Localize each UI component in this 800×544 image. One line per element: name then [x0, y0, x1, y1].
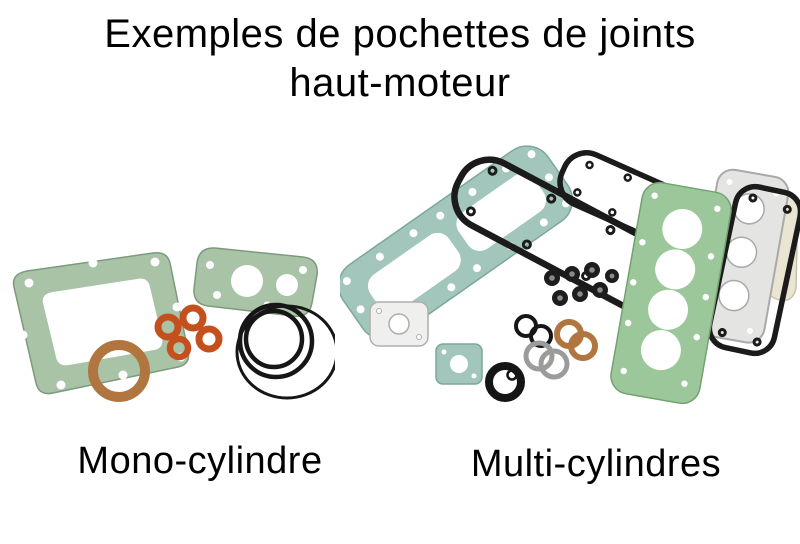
multi-head-gasket: [610, 181, 732, 405]
valve-stem-seals: [544, 262, 619, 306]
oil-seal: [485, 362, 525, 402]
multi-gasket-set-illustration: [340, 145, 800, 405]
mono-cylinder-gasket-photo: [5, 235, 335, 435]
figure-title-line2: haut-moteur: [289, 61, 511, 105]
rocker-cover-gasket: [193, 247, 318, 317]
small-grey-gasket: [369, 301, 429, 347]
black-cover-gasket-right: [706, 183, 800, 357]
small-teal-gasket: [435, 343, 483, 385]
copper-washer: [88, 340, 150, 402]
orange-o-rings: [154, 304, 223, 361]
mono-gasket-set-illustration: [12, 247, 335, 402]
multi-cylinder-gasket-photo: [340, 130, 800, 420]
multi-cylinder-label: Multi-cylindres: [470, 443, 722, 485]
black-o-rings: [235, 302, 335, 400]
washers-and-o-rings: [514, 314, 598, 380]
figure-title: Exemples de pochettes de joints haut-mote…: [0, 10, 800, 108]
mono-cylinder-label: Mono-cylindre: [77, 440, 323, 482]
figure-title-line1: Exemples de pochettes de joints: [104, 12, 696, 56]
